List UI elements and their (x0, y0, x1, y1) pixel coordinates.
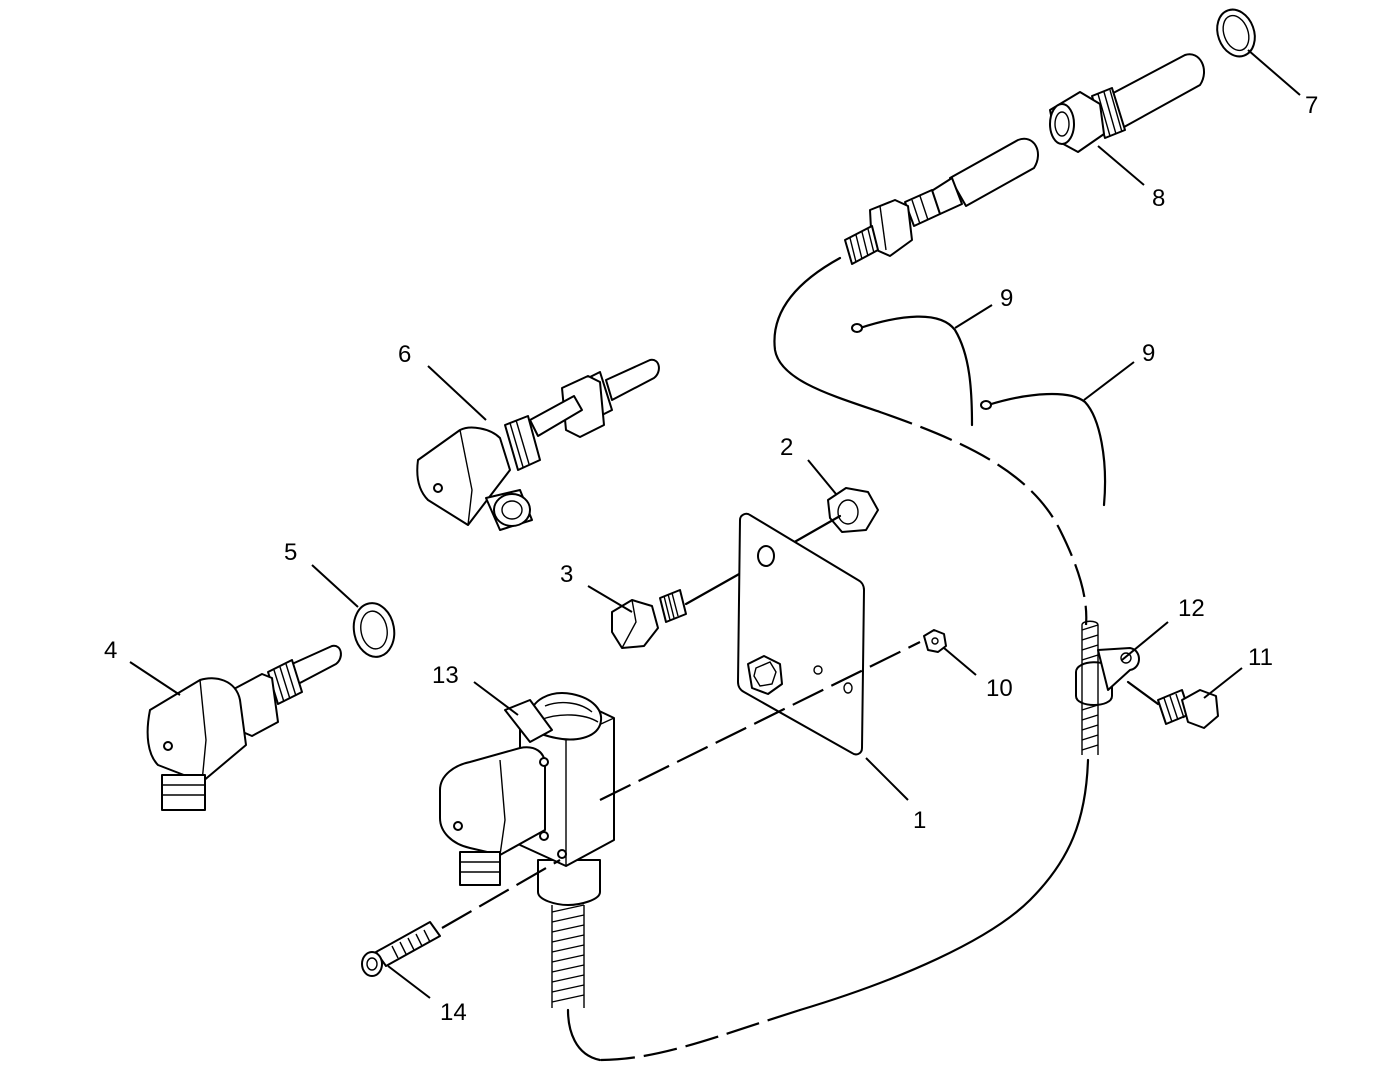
cable-tie-9-upper (851, 315, 974, 427)
callout-9-lower: 9 (1142, 340, 1155, 367)
mounting-plate-1 (737, 512, 865, 756)
callout-numbers: 1 2 3 4 5 6 7 8 9 9 10 11 12 13 14 (104, 92, 1318, 1026)
callout-7: 7 (1305, 92, 1318, 119)
pressure-switch-13 (439, 692, 615, 1008)
callout-11: 11 (1248, 644, 1273, 671)
callout-9-upper: 9 (1000, 285, 1013, 312)
callout-2: 2 (780, 434, 793, 461)
sensor-wire-harness (566, 256, 1090, 1062)
temperature-probe (844, 137, 1039, 265)
leader-lines (129, 49, 1301, 999)
nut-2 (827, 487, 879, 533)
callout-6: 6 (398, 341, 411, 368)
angle-sensor-6 (416, 358, 660, 531)
callout-13: 13 (432, 662, 459, 689)
connector-sensor-4 (146, 644, 342, 811)
alignment-line (599, 641, 921, 801)
cap-screw-14 (361, 859, 561, 977)
callout-3: 3 (560, 561, 573, 588)
cable-tie-9-lower (980, 392, 1107, 507)
callout-10: 10 (986, 675, 1013, 702)
callout-12: 12 (1178, 595, 1205, 622)
o-ring-seal-5 (352, 602, 396, 658)
callout-5: 5 (284, 539, 297, 566)
callout-4: 4 (104, 637, 117, 664)
callout-8: 8 (1152, 185, 1165, 212)
clip-12 (1075, 620, 1140, 755)
callout-14: 14 (440, 999, 467, 1026)
adapter-fitting-8 (1049, 53, 1205, 153)
callout-1: 1 (913, 807, 926, 834)
o-ring-seal-7 (1216, 8, 1256, 58)
nut-10 (923, 629, 947, 653)
bolt-11 (1126, 680, 1219, 729)
